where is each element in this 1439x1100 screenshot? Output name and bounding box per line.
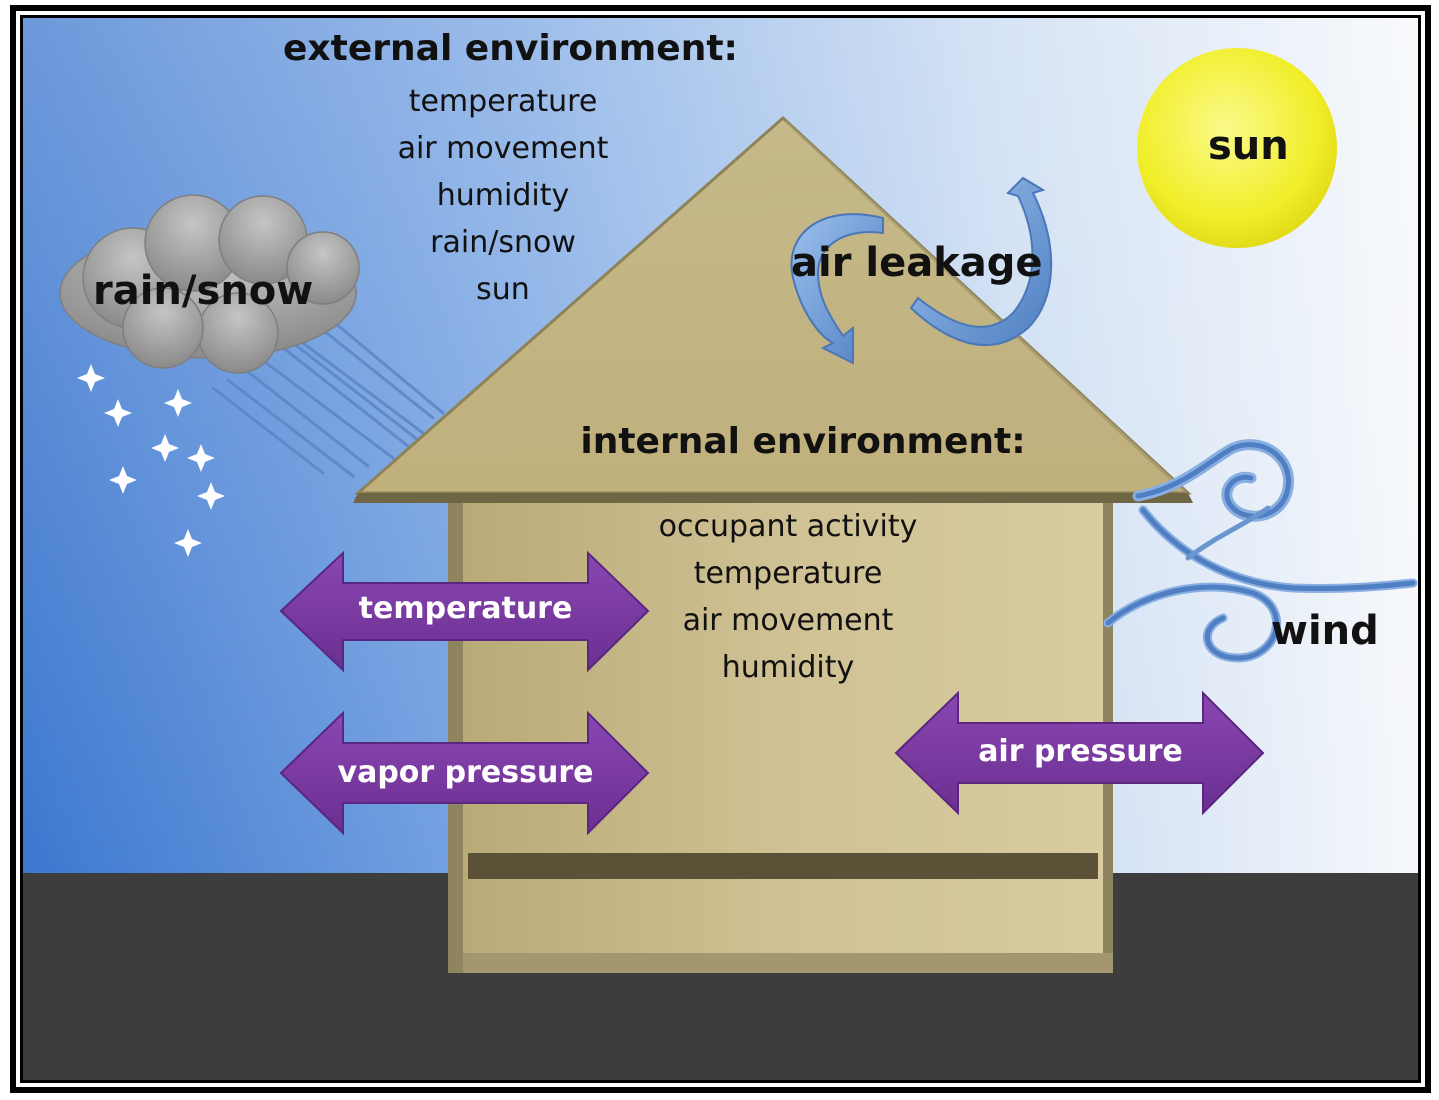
internal-item: air movement xyxy=(682,603,894,638)
wind-swirl-icon xyxy=(1103,439,1418,663)
wind-label: wind xyxy=(1271,608,1379,654)
air-pressure-arrow-label: air pressure xyxy=(978,734,1183,769)
external-item: rain/snow xyxy=(430,225,576,260)
house-body xyxy=(448,493,1113,973)
vapor-pressure-arrow-label: vapor pressure xyxy=(337,755,594,790)
rain-snow-label: rain/snow xyxy=(93,268,314,314)
diagram-scene xyxy=(23,18,1418,1080)
rain-streaks-icon xyxy=(211,311,445,478)
sun-icon xyxy=(1137,48,1337,248)
external-item: humidity xyxy=(436,178,570,213)
sun-label: sun xyxy=(1208,123,1289,169)
temperature-double-arrow xyxy=(279,550,650,673)
internal-item: humidity xyxy=(721,650,855,685)
diagram-frame: external environment: temperature air mo… xyxy=(20,15,1421,1083)
internal-item: temperature xyxy=(693,556,883,591)
internal-item: occupant activity xyxy=(658,509,918,544)
external-environment-list: temperature air movement humidity rain/s… xyxy=(353,78,653,313)
air-pressure-double-arrow xyxy=(894,690,1265,816)
external-item: air movement xyxy=(397,131,609,166)
cloud-icon xyxy=(59,194,360,374)
air-leakage-label: air leakage xyxy=(791,240,1043,286)
external-environment-title: external environment: xyxy=(283,28,738,69)
internal-environment-list: occupant activity temperature air moveme… xyxy=(623,503,953,691)
internal-environment-title: internal environment: xyxy=(580,421,1026,462)
external-item: temperature xyxy=(408,84,598,119)
house-roof xyxy=(353,115,1193,503)
snowflakes-icon xyxy=(77,364,225,557)
air-leakage-arrows-icon xyxy=(790,176,1053,365)
vapor-pressure-double-arrow xyxy=(279,710,650,836)
temperature-arrow-label: temperature xyxy=(358,591,573,626)
external-item: sun xyxy=(476,272,530,307)
